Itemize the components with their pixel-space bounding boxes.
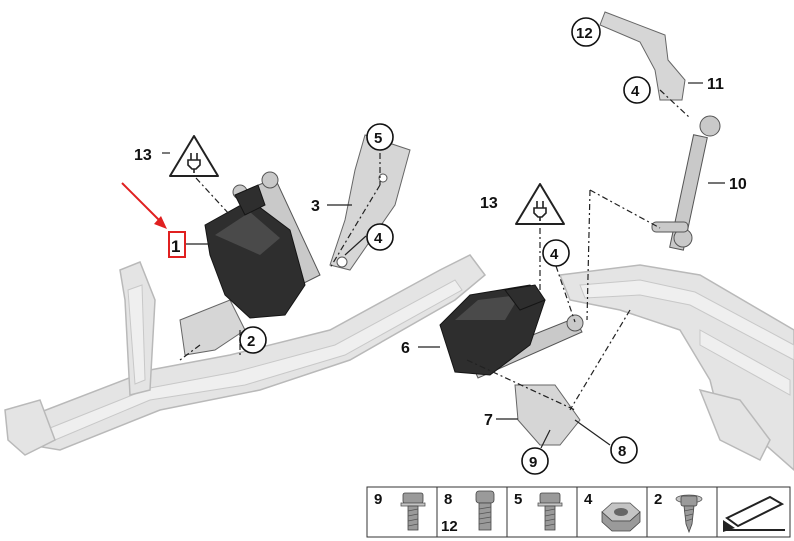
legend-label-9: 9	[374, 491, 382, 508]
electrical-plug-warning-icon	[169, 135, 219, 177]
catalog-arrow-icon	[723, 495, 785, 532]
electrical-plug-warning-icon	[515, 183, 565, 225]
leader-lines	[162, 82, 725, 449]
link-rod-assembly	[599, 11, 721, 251]
height-sensor-left	[179, 171, 321, 356]
part-label-5: 5	[374, 130, 382, 147]
legend-label-2: 2	[654, 491, 662, 508]
part-label-7: 7	[484, 412, 493, 429]
legend-label-8: 8	[444, 491, 452, 508]
bolt-icon	[537, 492, 563, 531]
socket-bolt-icon	[475, 490, 495, 531]
height-sensor-right	[439, 284, 584, 446]
part-label-9: 9	[529, 454, 537, 471]
part-label-13-right: 13	[480, 195, 498, 212]
sensor-bracket-left	[329, 134, 411, 271]
nut-icon	[601, 502, 641, 532]
highlight-arrow	[121, 182, 186, 258]
fastener-legend: 9 8 12 5 4 2	[366, 486, 791, 538]
part-label-8: 8	[618, 443, 626, 460]
legend-label-12: 12	[441, 518, 458, 535]
part-label-10: 10	[729, 176, 747, 193]
part-label-3: 3	[311, 198, 320, 215]
part-label-1: 1	[171, 237, 180, 256]
part-label-11: 11	[707, 76, 724, 93]
part-label-6: 6	[401, 340, 410, 357]
part-label-12: 12	[576, 25, 593, 42]
part-labels: 1 13 3 5 4 2 13 4 6 7 8 9 10 11 12 4	[134, 17, 747, 475]
part-label-2: 2	[247, 333, 255, 350]
legend-label-4: 4	[584, 491, 593, 508]
part-label-4-top: 4	[631, 83, 640, 100]
bolt-icon	[400, 492, 426, 531]
part-label-4-right: 4	[550, 246, 559, 263]
right-axle-frame	[558, 264, 794, 472]
legend-label-5: 5	[514, 491, 522, 508]
part-label-13-left: 13	[134, 147, 152, 164]
part-label-4-left: 4	[374, 230, 383, 247]
screw-icon	[675, 494, 703, 534]
